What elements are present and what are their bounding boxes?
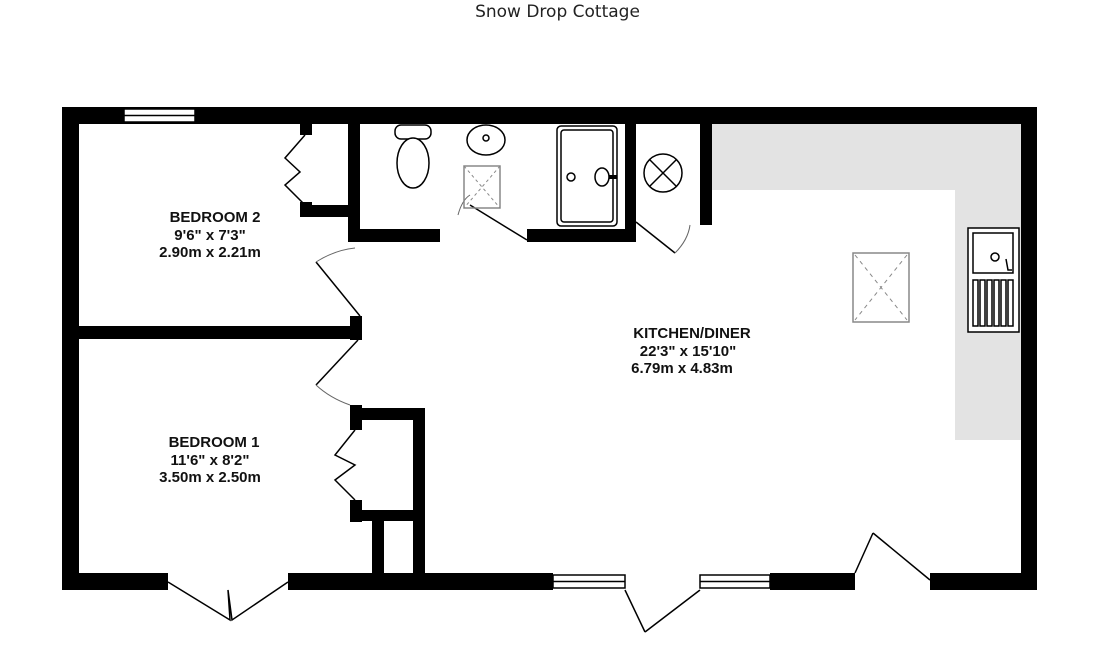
basin-icon xyxy=(466,124,506,156)
room-size-imperial: 9'6" x 7'3" xyxy=(174,227,245,244)
windows xyxy=(123,108,771,589)
room-size-metric: 2.90m x 2.21m xyxy=(159,244,261,261)
walls xyxy=(62,107,1037,590)
bathroom-fixtures xyxy=(394,124,683,227)
room-name: BEDROOM 1 xyxy=(169,434,260,451)
room-name: BEDROOM 2 xyxy=(170,209,261,226)
skylight-icon xyxy=(852,252,910,323)
kitchen-counter xyxy=(712,124,1021,440)
room-label-kitchen: KITCHEN/DINER 22'3" x 15'10" 6.79m x 4.8… xyxy=(631,325,751,377)
doors xyxy=(167,134,931,633)
bathroom-skylight-icon xyxy=(463,165,501,209)
kitchen-fixtures xyxy=(852,227,1020,333)
room-size-metric: 6.79m x 4.83m xyxy=(631,360,733,377)
room-size-imperial: 11'6" x 8'2" xyxy=(171,452,250,469)
toilet-cistern xyxy=(394,124,432,140)
room-size-metric: 3.50m x 2.50m xyxy=(159,469,261,486)
plan-title: Snow Drop Cottage xyxy=(475,2,640,22)
room-label-bedroom-1: BEDROOM 1 11'6" x 8'2" 3.50m x 2.50m xyxy=(159,434,261,486)
room-size-imperial: 22'3" x 15'10" xyxy=(640,343,736,360)
room-label-bedroom-2: BEDROOM 2 9'6" x 7'3" 2.90m x 2.21m xyxy=(159,209,261,261)
toilet-icon xyxy=(396,137,430,189)
room-name: KITCHEN/DINER xyxy=(633,325,751,342)
